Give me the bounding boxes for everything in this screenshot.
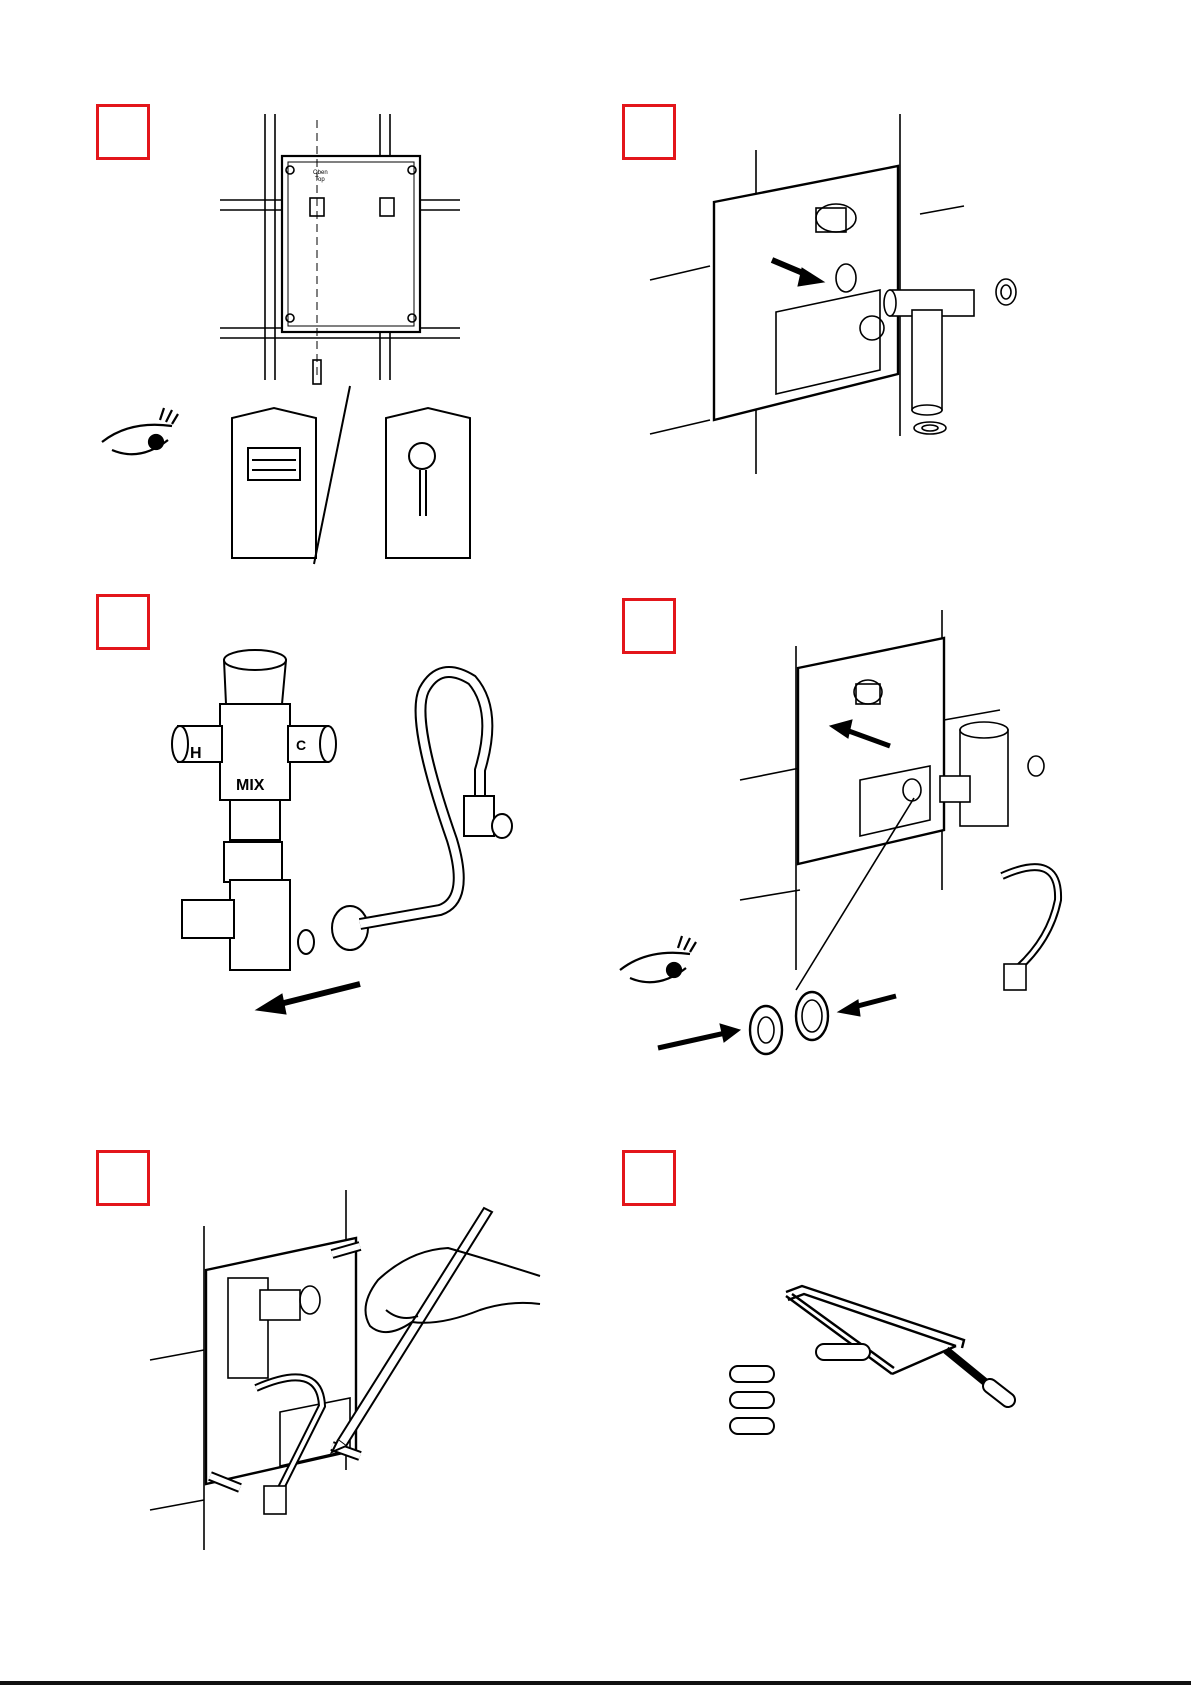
hacksaw-icon xyxy=(786,1286,1008,1400)
step-4-panel xyxy=(590,580,1130,1070)
box-label-top: Top xyxy=(315,177,325,183)
step-3-panel: H C MIX xyxy=(60,580,600,1070)
page-bottom-rule xyxy=(0,1681,1191,1685)
step-5-panel xyxy=(60,1150,600,1640)
tee-fitting-illustration xyxy=(590,90,1130,580)
sensor-manual-icon xyxy=(386,408,470,558)
mark-pipes-illustration xyxy=(60,1150,600,1640)
box-label-oben: Oben xyxy=(313,170,328,176)
pipe-pieces xyxy=(730,1366,774,1434)
valve-seals-illustration xyxy=(590,580,1130,1070)
eye-icon xyxy=(620,936,696,982)
arrow-icon xyxy=(256,984,360,1014)
step-6-panel xyxy=(590,1150,1130,1640)
thermostatic-valve-illustration: H C MIX xyxy=(60,580,600,1070)
step-2-panel xyxy=(590,90,1130,580)
controller-manual-icon xyxy=(232,408,316,558)
hot-label: H xyxy=(190,745,202,762)
cold-label: C xyxy=(296,737,306,753)
install-box-illustration: Oben Top xyxy=(60,90,600,580)
divider-slash xyxy=(314,386,350,564)
mix-label: MIX xyxy=(236,777,265,794)
eye-icon xyxy=(102,408,178,454)
step-1-panel: Oben Top xyxy=(60,90,600,580)
cut-pipes-illustration xyxy=(590,1150,1130,1640)
